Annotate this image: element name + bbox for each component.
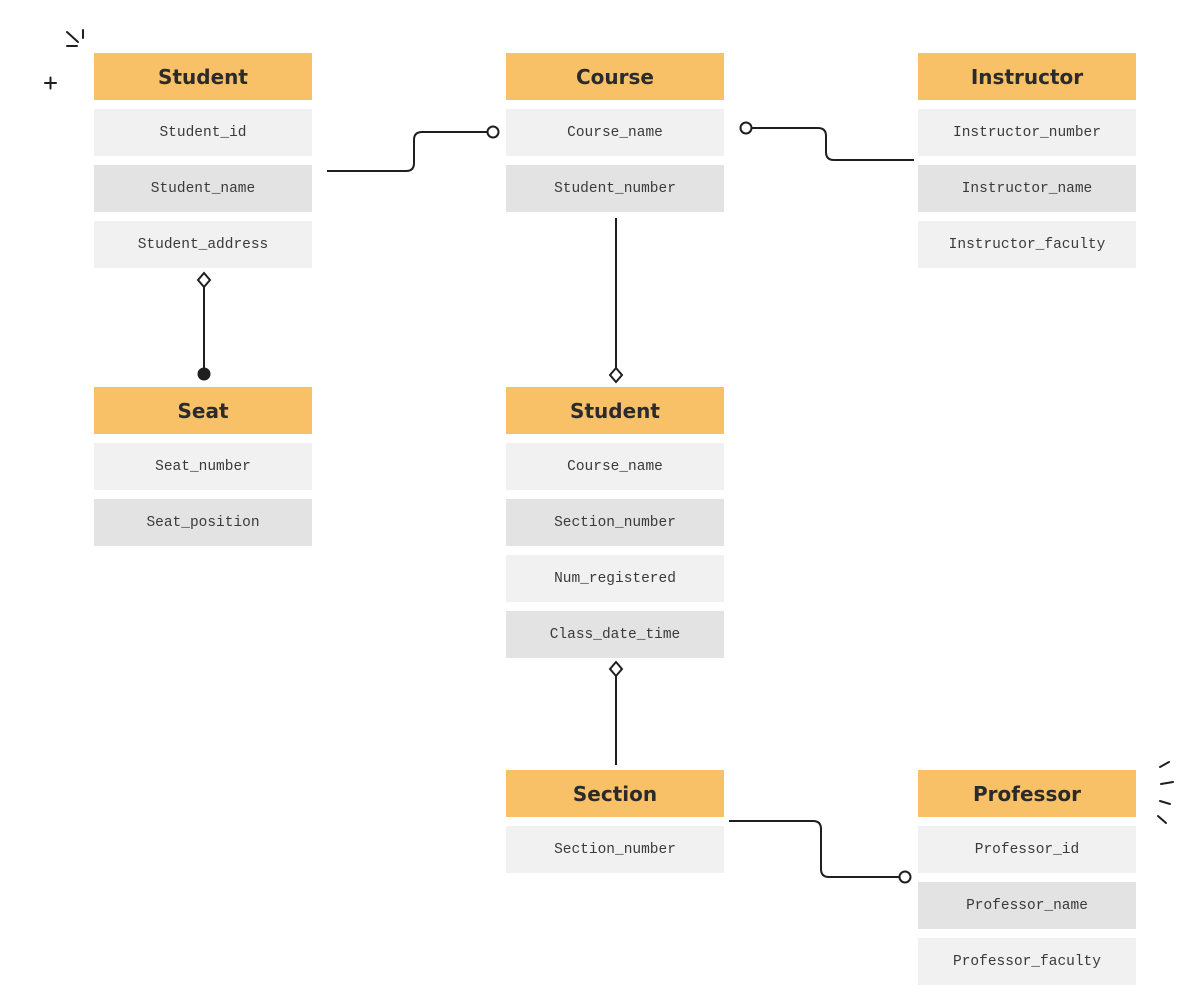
attribute-row[interactable]: Instructor_number xyxy=(918,109,1136,156)
entity-title[interactable]: Student xyxy=(506,387,724,434)
attribute-row[interactable]: Seat_number xyxy=(94,443,312,490)
attribute-row[interactable]: Student_number xyxy=(506,165,724,212)
course-instructor-connector xyxy=(751,127,914,161)
entity-title[interactable]: Instructor xyxy=(918,53,1136,100)
filled-circle-marker xyxy=(197,367,211,381)
attribute-row[interactable]: Instructor_faculty xyxy=(918,221,1136,268)
open-diamond-marker xyxy=(608,366,624,384)
attribute-row[interactable]: Professor_id xyxy=(918,826,1136,873)
attribute-row[interactable]: Course_name xyxy=(506,443,724,490)
entity-seat[interactable]: Seat Seat_number Seat_position xyxy=(94,387,312,555)
entity-title[interactable]: Professor xyxy=(918,770,1136,817)
entity-student[interactable]: Student Student_id Student_name Student_… xyxy=(94,53,312,277)
open-circle-marker xyxy=(739,121,753,135)
attribute-row[interactable]: Student_address xyxy=(94,221,312,268)
entity-title[interactable]: Course xyxy=(506,53,724,100)
entity-instructor[interactable]: Instructor Instructor_number Instructor_… xyxy=(918,53,1136,277)
open-circle-marker xyxy=(486,125,500,139)
open-circle-marker xyxy=(898,870,912,884)
attribute-row[interactable]: Professor_faculty xyxy=(918,938,1136,985)
entity-title[interactable]: Section xyxy=(506,770,724,817)
entity-professor[interactable]: Professor Professor_id Professor_name Pr… xyxy=(918,770,1136,994)
attribute-row[interactable]: Section_number xyxy=(506,826,724,873)
entity-title[interactable]: Student xyxy=(94,53,312,100)
sparkle-icon xyxy=(1157,761,1174,824)
student-course-connector xyxy=(327,131,488,172)
attribute-row[interactable]: Section_number xyxy=(506,499,724,546)
entity-course[interactable]: Course Course_name Student_number xyxy=(506,53,724,221)
attribute-row[interactable]: Class_date_time xyxy=(506,611,724,658)
plus-icon xyxy=(44,76,57,90)
attribute-row[interactable]: Num_registered xyxy=(506,555,724,602)
attribute-row[interactable]: Student_name xyxy=(94,165,312,212)
attribute-row[interactable]: Student_id xyxy=(94,109,312,156)
entity-title[interactable]: Seat xyxy=(94,387,312,434)
sparkle-icon xyxy=(66,29,84,47)
entity-student-registration[interactable]: Student Course_name Section_number Num_r… xyxy=(506,387,724,667)
section-professor-connector xyxy=(729,820,900,878)
attribute-row[interactable]: Course_name xyxy=(506,109,724,156)
entity-section[interactable]: Section Section_number xyxy=(506,770,724,882)
open-diamond-marker xyxy=(196,271,212,289)
attribute-row[interactable]: Seat_position xyxy=(94,499,312,546)
attribute-row[interactable]: Instructor_name xyxy=(918,165,1136,212)
attribute-row[interactable]: Professor_name xyxy=(918,882,1136,929)
